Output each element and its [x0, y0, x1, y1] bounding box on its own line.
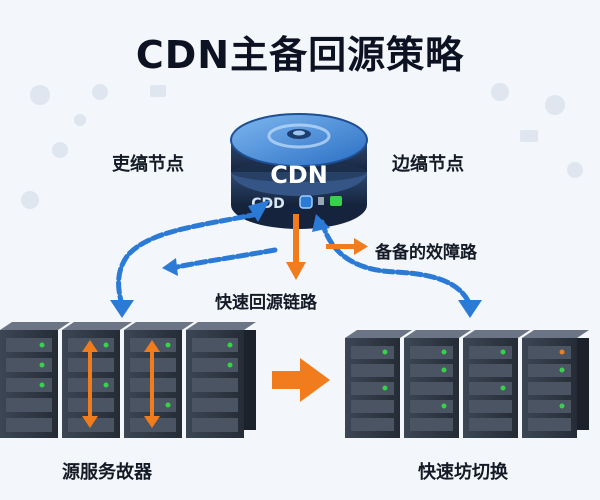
cdn-main-label: CDN [270, 161, 328, 189]
server-rack [62, 322, 132, 438]
fast-switch-label: 快速坊切换 [418, 462, 508, 483]
switch-server-group [345, 330, 589, 438]
fast-origin-label: 快速回源链路 [215, 293, 317, 313]
left-node-label: 吏缟节点 [112, 154, 184, 175]
server-rack [0, 322, 70, 438]
server-rack [345, 330, 412, 438]
server-rack [186, 322, 256, 438]
right-node-label: 边缟节点 [392, 154, 464, 175]
chain-link-left [116, 211, 261, 308]
arrow-head-right-down [458, 300, 482, 318]
server-rack [124, 322, 194, 438]
orange-arrow-switch [272, 358, 330, 402]
arrow-head-left-down [110, 300, 134, 318]
backup-path-label: 备备的效障路 [375, 243, 477, 263]
chain-link-right [319, 219, 473, 308]
orange-arrow-right-small [326, 238, 368, 255]
source-server-group [0, 322, 256, 438]
arrow-head-left-up [248, 200, 270, 222]
orange-arrow-down [286, 214, 306, 280]
server-rack [463, 330, 530, 438]
arrow-head-right-up [312, 214, 330, 232]
page-title: CDN主备回源策略 [135, 33, 465, 77]
server-rack [522, 330, 589, 438]
chain-link-middle [169, 247, 278, 271]
arrow-head-middle [162, 258, 178, 276]
background-decoration [21, 83, 583, 209]
server-rack [404, 330, 471, 438]
cdn-node-icon [230, 113, 368, 229]
source-servers-label: 源服务故器 [62, 462, 152, 483]
